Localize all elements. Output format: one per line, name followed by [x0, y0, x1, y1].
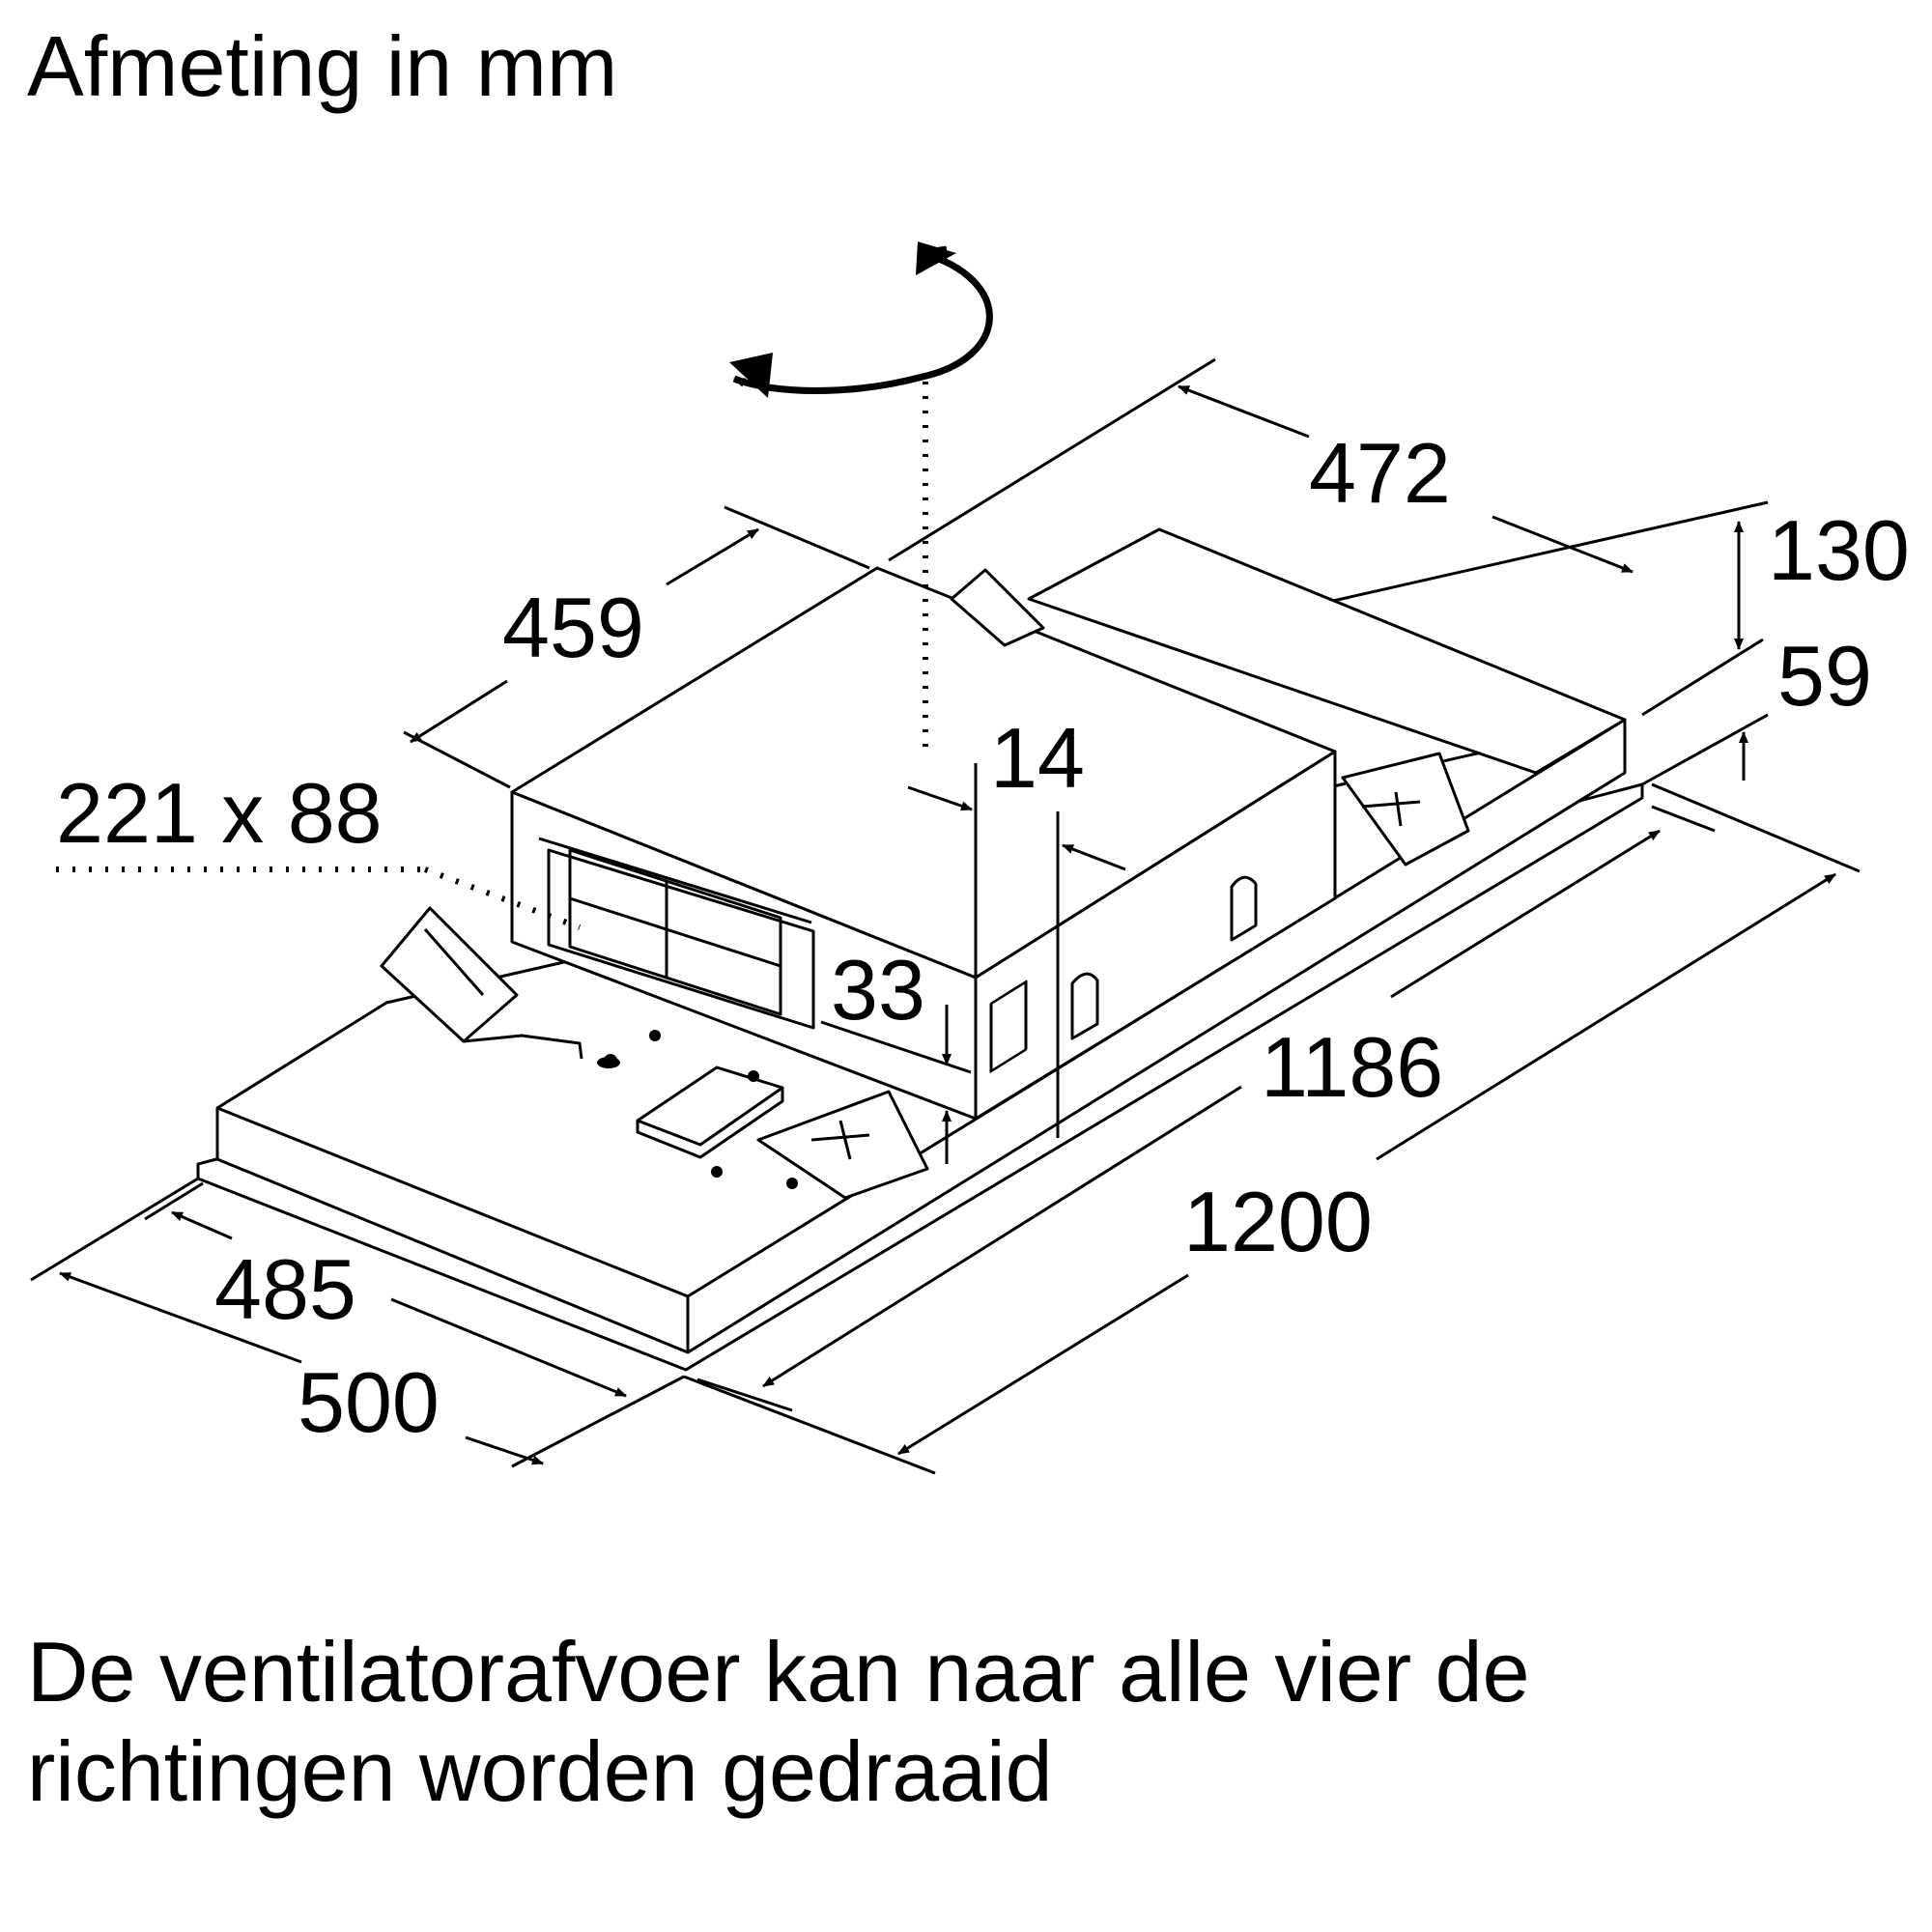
- dim-500-label: 500: [298, 1354, 440, 1450]
- dim-130-label: 130: [1768, 502, 1910, 598]
- mounting-holes: [597, 1030, 798, 1189]
- dim-14-label: 14: [990, 710, 1085, 806]
- exhaust-outlet: [538, 837, 815, 1030]
- dim-459-line: [403, 505, 870, 789]
- control-module: [636, 1065, 784, 1159]
- dim-1186-line: [696, 805, 1716, 1412]
- dim-130-line: [1641, 521, 1764, 717]
- dim-14-line: [907, 763, 1126, 1138]
- caption-line-1: De ventilatorafvoer kan naar alle vier d…: [27, 1624, 1530, 1719]
- dim-1200-line: [683, 782, 1861, 1475]
- dim-1186-label: 1186: [1261, 1019, 1443, 1115]
- dim-459-label: 459: [502, 580, 644, 675]
- dim-59-line: [1641, 713, 1769, 786]
- rotation-arrow-icon: [729, 242, 993, 398]
- dim-485-label: 485: [214, 1241, 356, 1337]
- dim-33-label: 33: [831, 942, 925, 1037]
- dim-33-line: [820, 1005, 972, 1164]
- dim-485-line: [144, 1181, 627, 1398]
- dim-472-label: 472: [1309, 425, 1451, 521]
- dim-472-line: [888, 357, 1769, 603]
- dim-221x88-label: 221 x 88: [56, 765, 383, 861]
- mounting-bracket: [756, 1090, 929, 1200]
- dim-500-line: [30, 1177, 685, 1468]
- mounting-bracket: [950, 568, 1045, 647]
- caption: De ventilatorafvoer kan naar alle vier d…: [27, 1623, 1911, 1822]
- dim-59-label: 59: [1777, 628, 1872, 724]
- mounting-bracket: [380, 906, 583, 1060]
- mounting-bracket: [1341, 752, 1470, 867]
- dim-221x88-leader-diagonal: [423, 867, 582, 930]
- dim-1200-label: 1200: [1183, 1174, 1373, 1269]
- caption-line-2: richtingen worden gedraaid: [27, 1722, 1053, 1819]
- page-title: Afmeting in mm: [27, 18, 618, 114]
